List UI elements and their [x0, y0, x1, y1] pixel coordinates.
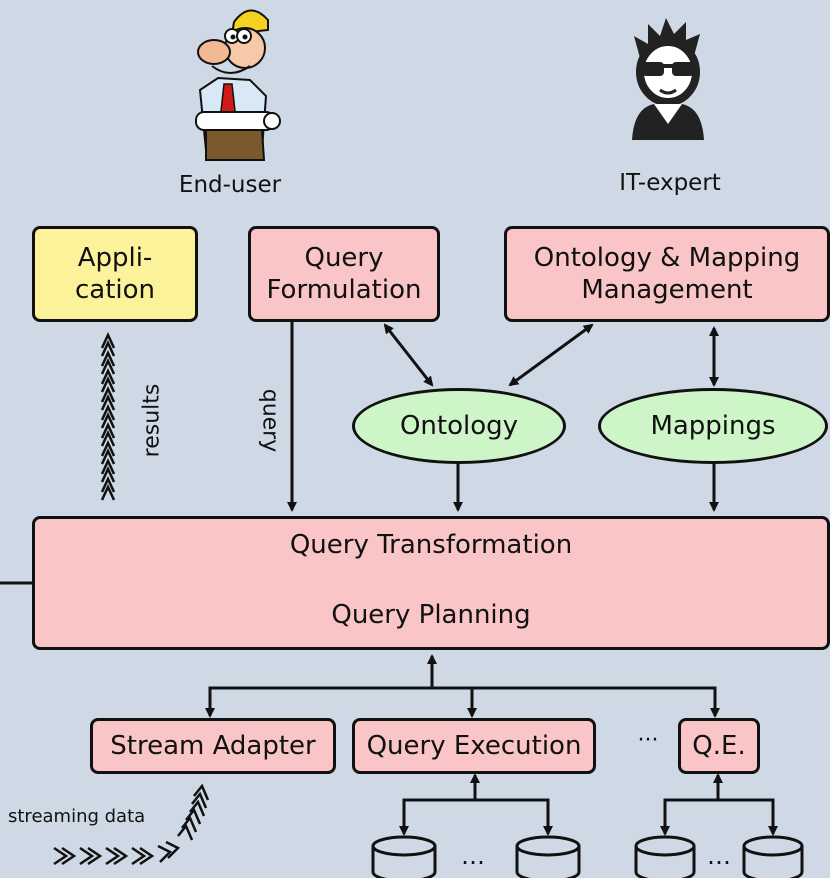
it-expert-icon [632, 18, 704, 140]
database-icon [371, 835, 437, 878]
database-icons [371, 835, 804, 878]
end-user-icon [195, 9, 281, 161]
database-icon [515, 835, 581, 878]
it-expert-label: IT-expert [619, 170, 721, 196]
streaming-data-label: streaming data [8, 806, 146, 827]
db-ellipsis-label: … [461, 842, 485, 870]
ontology-mapping-management-box: Ontology & Mapping Management [504, 226, 830, 322]
db-ellipsis-label-2: … [707, 842, 731, 870]
application-box: Appli- cation [32, 226, 198, 322]
query-label: query [257, 388, 283, 453]
distribution-line [208, 686, 717, 712]
database-icon [634, 835, 696, 878]
mappings-ellipse: Mappings [598, 388, 828, 464]
omm-ontology-arrow [508, 323, 594, 387]
query-formulation-box: Query Formulation [248, 226, 440, 322]
query-transformation-label: Query Transformation [289, 530, 573, 560]
dots-label: ··· [637, 728, 659, 753]
results-label: results [139, 383, 165, 458]
database-icon [742, 835, 804, 878]
stream-adapter-box: Stream Adapter [90, 718, 336, 774]
qf-ontology-arrow [383, 323, 434, 387]
qe-box: Q.E. [678, 718, 760, 774]
query-transformation-planning-box: Query Transformation Query Planning [32, 516, 830, 650]
end-user-label: End-user [178, 172, 282, 198]
query-execution-box: Query Execution [352, 718, 596, 774]
results-chevrons [100, 332, 116, 501]
query-planning-label: Query Planning [331, 600, 531, 630]
ontology-ellipse: Ontology [352, 388, 566, 464]
streaming-chevrons [53, 783, 210, 866]
